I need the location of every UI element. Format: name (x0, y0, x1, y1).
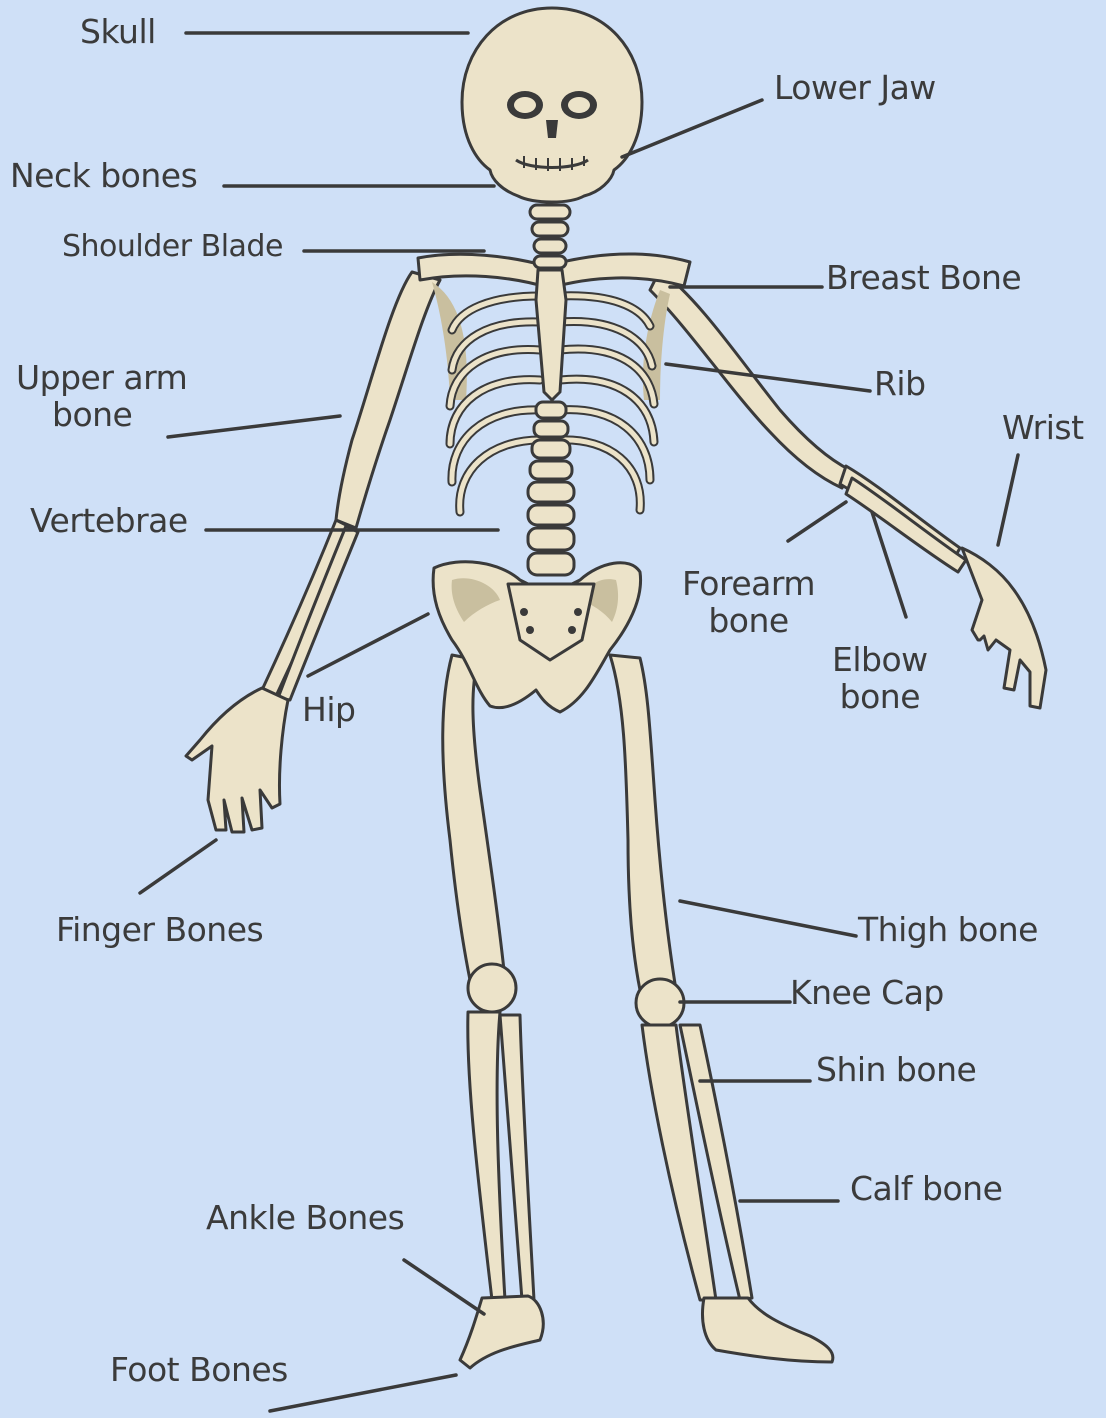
skull (462, 8, 642, 202)
label-upper-arm-line2: bone (16, 397, 187, 434)
label-rib: Rib (874, 366, 926, 403)
label-lower-jaw: Lower Jaw (774, 70, 936, 107)
leader-wrist (998, 455, 1018, 545)
leader-upper-arm (168, 416, 340, 437)
label-finger-bones: Finger Bones (56, 912, 263, 949)
label-thigh-bone: Thigh bone (858, 912, 1038, 949)
label-calf-bone: Calf bone (850, 1171, 1002, 1208)
label-hip: Hip (302, 692, 355, 729)
label-shin-bone: Shin bone (816, 1052, 976, 1089)
label-upper-arm-bone: Upper arm bone (16, 360, 187, 434)
label-neck-bones: Neck bones (10, 158, 197, 195)
label-knee-cap: Knee Cap (790, 975, 944, 1012)
label-ankle-bones: Ankle Bones (206, 1200, 404, 1237)
label-shoulder-blade: Shoulder Blade (62, 230, 283, 264)
leg-left (443, 655, 543, 1368)
leader-hip (308, 614, 428, 676)
label-forearm-line2: bone (682, 603, 815, 640)
leader-ankle-bones (404, 1260, 484, 1314)
label-elbow-line2: bone (832, 679, 928, 716)
leader-rib (666, 364, 870, 391)
label-vertebrae: Vertebrae (30, 503, 188, 540)
label-elbow-line1: Elbow (832, 642, 928, 679)
label-forearm-bone: Forearm bone (682, 566, 815, 640)
label-breast-bone: Breast Bone (826, 260, 1021, 297)
leader-finger-bones (140, 840, 216, 893)
label-upper-arm-line1: Upper arm (16, 360, 187, 397)
label-wrist: Wrist (1002, 410, 1084, 447)
label-elbow-bone: Elbow bone (832, 642, 928, 716)
label-forearm-line1: Forearm (682, 566, 815, 603)
leader-foot-bones (270, 1375, 456, 1411)
leader-thigh-bone (680, 901, 856, 936)
arm-left (186, 272, 440, 832)
leader-forearm (788, 502, 846, 541)
label-foot-bones: Foot Bones (110, 1352, 288, 1389)
label-skull: Skull (80, 14, 156, 51)
